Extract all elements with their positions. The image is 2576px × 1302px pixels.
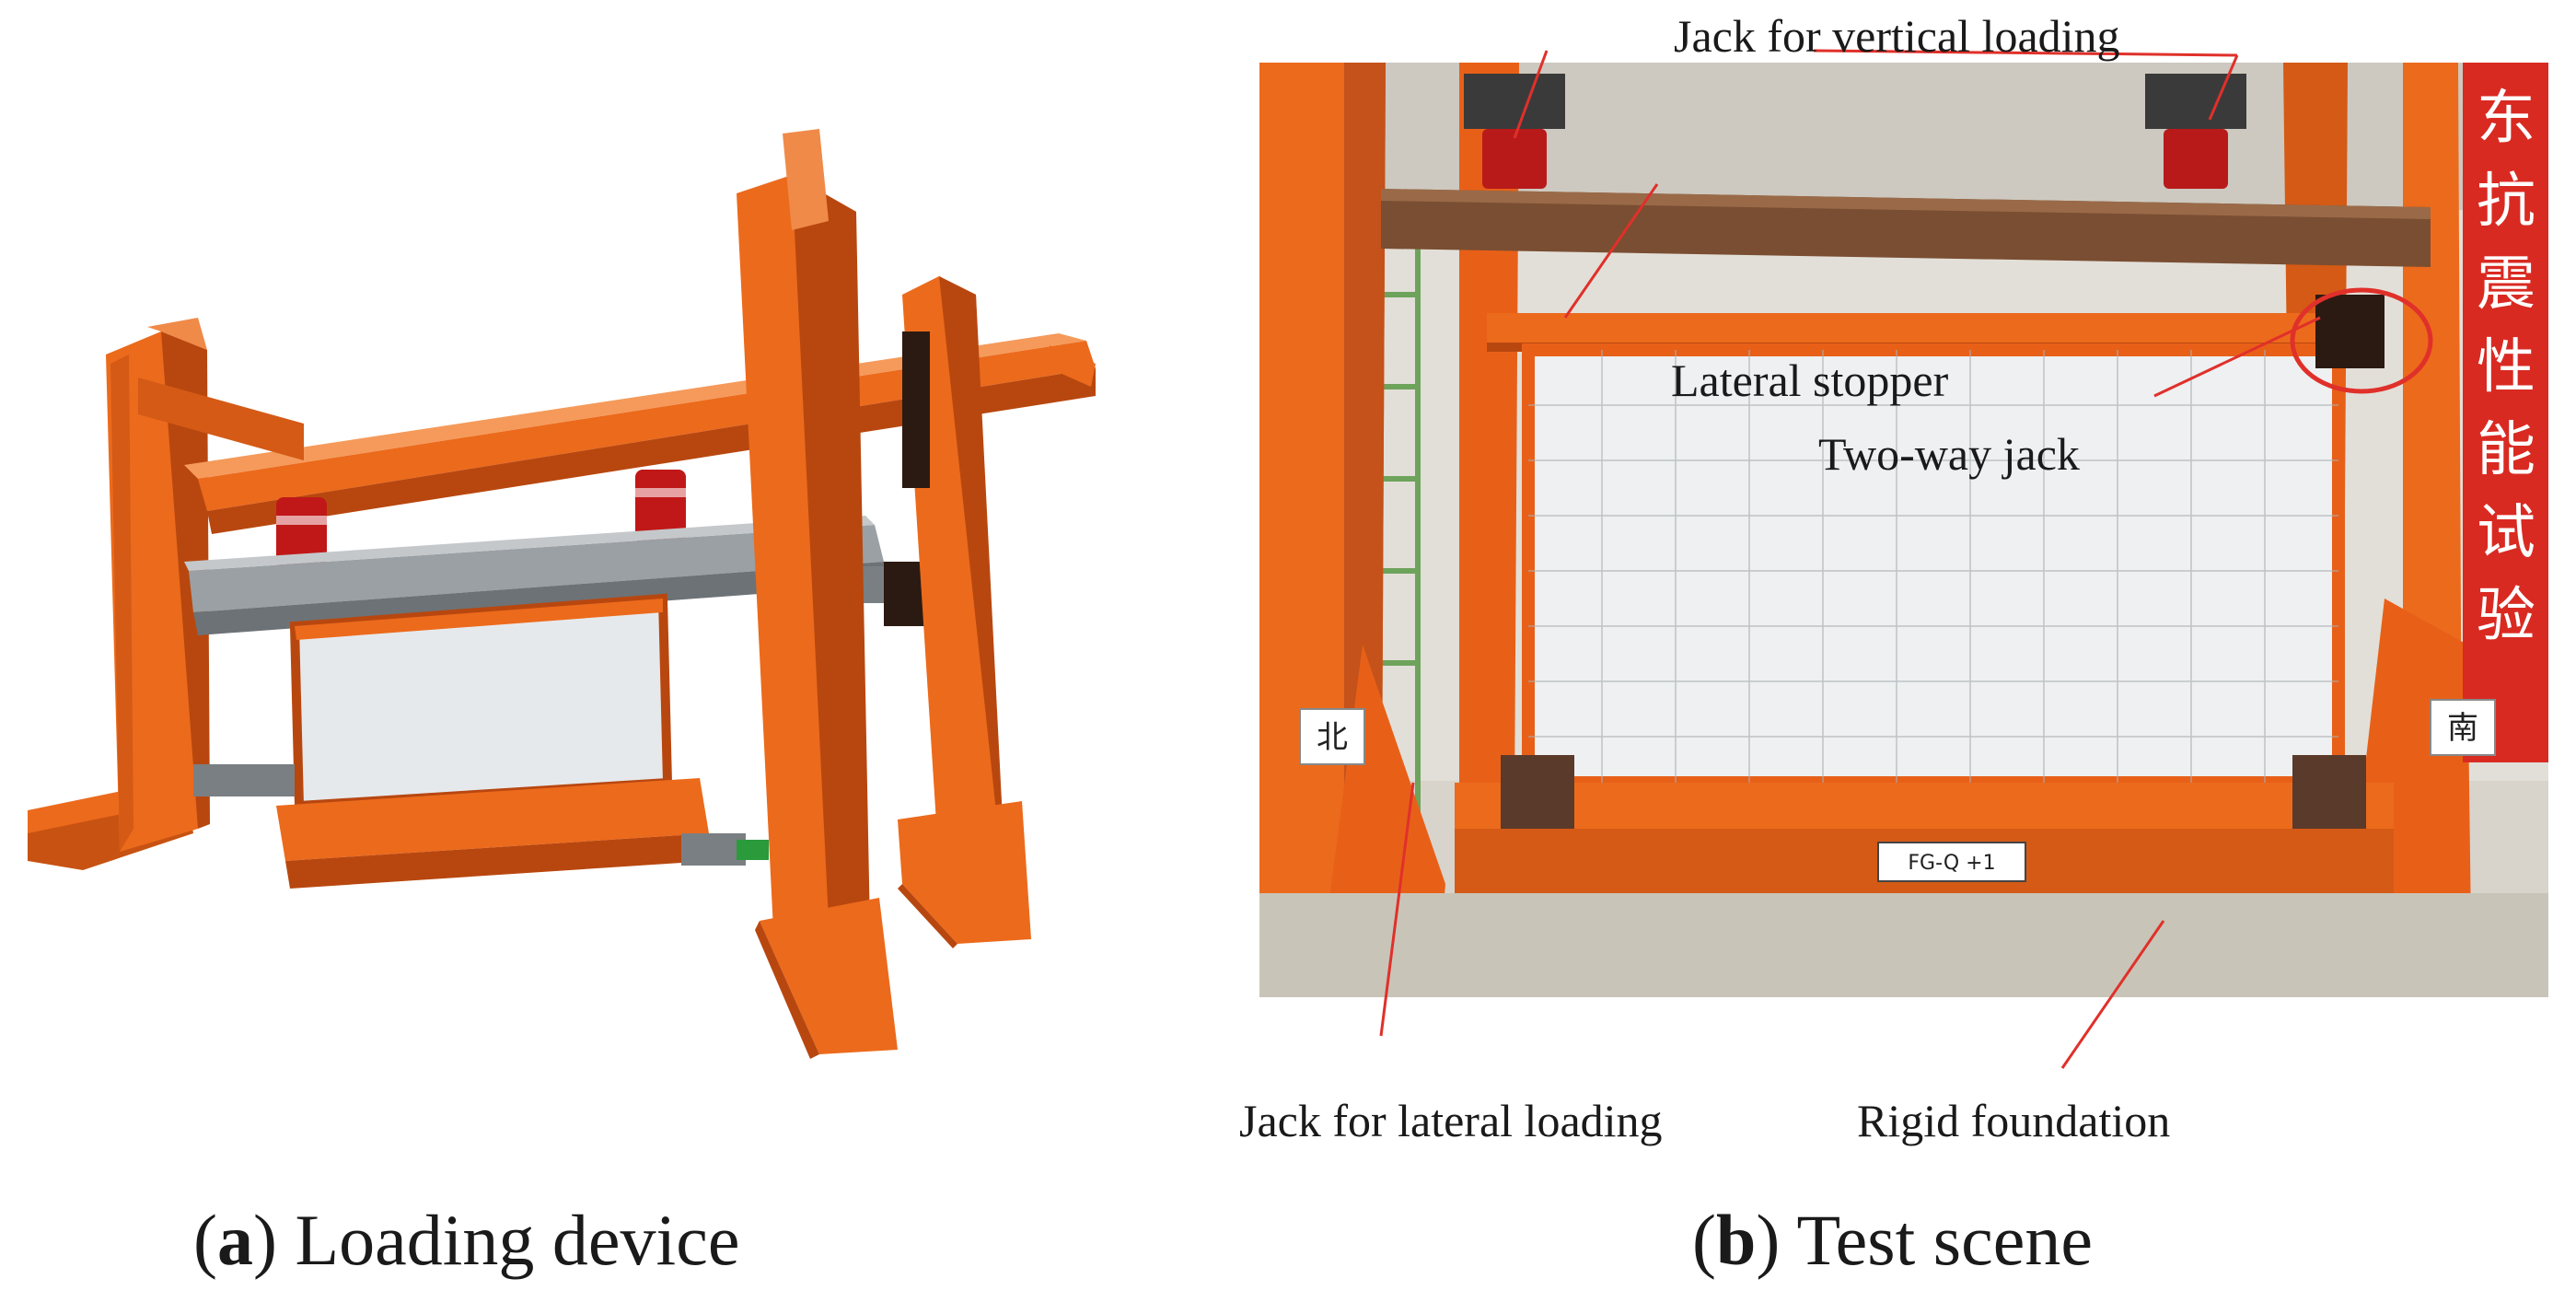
center-column xyxy=(737,129,898,1059)
north-sign-text: 北 xyxy=(1317,719,1348,756)
caption-b-letter: b xyxy=(1715,1200,1757,1280)
rigid-foundation xyxy=(1455,783,2394,833)
callout-two-way-jack: Two-way jack xyxy=(1818,428,2080,480)
north-sign xyxy=(1299,708,1365,765)
right-column xyxy=(898,276,1031,948)
loading-device-rendering xyxy=(28,129,1096,1059)
vertical-jacks xyxy=(1464,74,2246,189)
banner-char: 东 xyxy=(2477,85,2535,153)
caption-b: (b) Test scene xyxy=(1692,1200,2094,1280)
south-sign xyxy=(2430,699,2496,756)
two-way-jack-highlight xyxy=(2290,287,2433,394)
banner-char: 震 xyxy=(2477,250,2535,319)
photo xyxy=(1259,63,2548,997)
beam-end xyxy=(1050,345,1096,387)
panel-a-loading-device xyxy=(0,0,1234,1169)
callout-lines xyxy=(1379,49,2321,1069)
banner-char: 能 xyxy=(2477,416,2535,484)
wall-specimen-photo xyxy=(1522,343,2345,789)
panel-b-test-scene: 北 南 FG-Q +1 东 抗 震 性 能 试 验 xyxy=(1234,0,2576,1169)
south-sign-text: 南 xyxy=(2447,710,2478,747)
red-banner xyxy=(2463,63,2548,762)
banner-char: 抗 xyxy=(2477,168,2535,236)
two-way-jack xyxy=(2315,295,2385,368)
banner-char: 性 xyxy=(2477,333,2535,401)
caption-a-letter: a xyxy=(216,1200,253,1280)
banner-char: 验 xyxy=(2477,582,2535,650)
callout-jack-lateral-loading: Jack for lateral loading xyxy=(1239,1095,1663,1146)
left-column xyxy=(28,318,210,870)
red-jacks xyxy=(276,470,686,571)
callout-lateral-stopper: Lateral stopper xyxy=(1671,355,1949,406)
callout-rigid-foundation: Rigid foundation xyxy=(1857,1095,2171,1146)
wall-specimen xyxy=(276,593,709,889)
top-beam xyxy=(138,333,1096,534)
callout-jack-vertical-loading: Jack for vertical loading xyxy=(1674,10,2120,62)
test-scene-photo: 北 南 FG-Q +1 东 抗 震 性 能 试 验 xyxy=(1259,49,2548,1069)
banner-char: 试 xyxy=(2477,499,2535,567)
caption-a: (a) Loading device xyxy=(193,1200,740,1280)
caption-a-text: Loading device xyxy=(276,1200,740,1280)
caption-b-text: Test scene xyxy=(1780,1200,2094,1280)
banner-chars: 东 抗 震 性 能 试 验 xyxy=(2477,85,2535,650)
specimen-tag-text: FG-Q +1 xyxy=(1908,852,1995,875)
specimen-tag xyxy=(1877,842,2026,882)
